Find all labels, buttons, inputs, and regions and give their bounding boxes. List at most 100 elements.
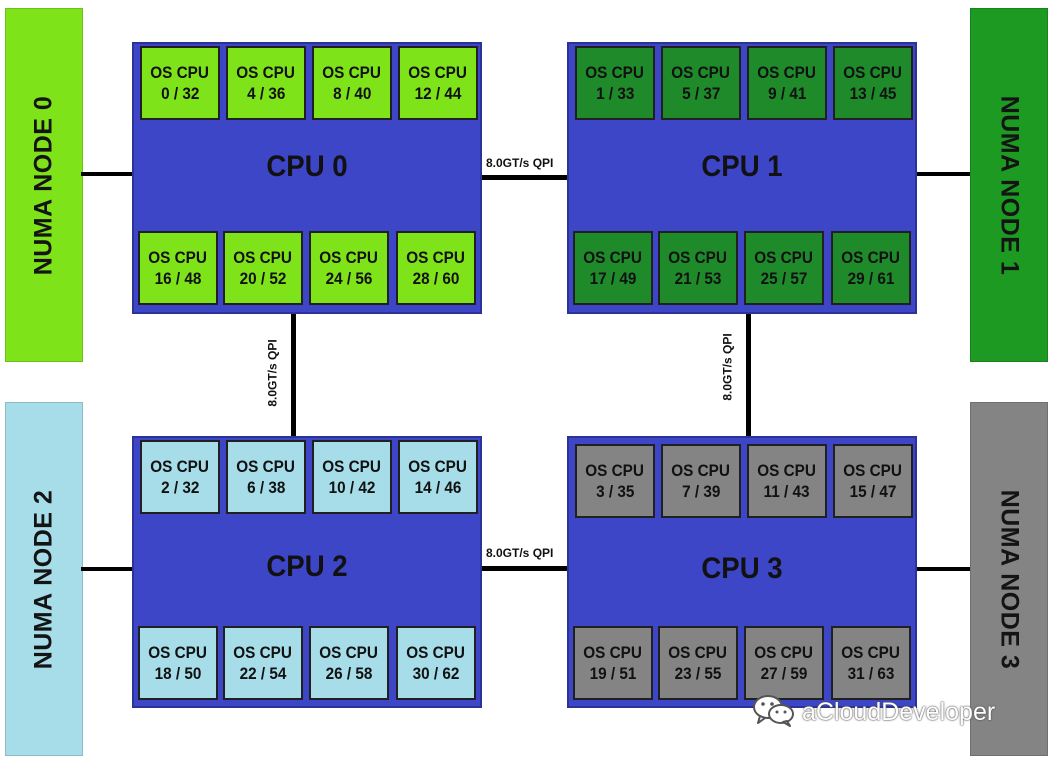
numa-node-label: NUMA NODE 1	[995, 95, 1024, 275]
qpi-link-label: 8.0GT/s QPI	[720, 333, 735, 401]
core-label: OS CPU	[408, 62, 468, 82]
core-ids: 23 / 55	[674, 663, 722, 683]
cpu3-node3-wire	[916, 567, 970, 571]
core-ids: 5 / 37	[681, 83, 721, 103]
core-ids: 26 / 58	[325, 663, 373, 683]
numa-node-0: NUMA NODE 0	[5, 8, 83, 362]
cpu-title: CPU 3	[701, 552, 783, 585]
core-ids: 17 / 49	[589, 268, 637, 288]
core-ids: 1 / 33	[595, 83, 635, 103]
node2-cpu2-wire	[81, 567, 135, 571]
core-label: OS CPU	[583, 247, 643, 267]
qpi-link-label: 8.0GT/s QPI	[486, 546, 554, 560]
core-ids: 27 / 59	[760, 663, 808, 683]
core-ids: 12 / 44	[414, 83, 462, 103]
core-label: OS CPU	[671, 460, 731, 480]
qpi-link-cpu0-cpu1	[482, 175, 570, 180]
core-label: OS CPU	[319, 642, 379, 662]
cpu-title: CPU 0	[266, 150, 348, 183]
qpi-link-cpu1-cpu3	[746, 312, 751, 440]
core-label: OS CPU	[319, 247, 379, 267]
core-ids: 18 / 50	[154, 663, 202, 683]
core-label: OS CPU	[236, 456, 296, 476]
core-ids: 19 / 51	[589, 663, 637, 683]
qpi-link-cpu0-cpu2	[291, 312, 296, 440]
core-label: OS CPU	[757, 62, 817, 82]
watermark-text: aCloudDeveloper	[802, 698, 996, 726]
core-label: OS CPU	[757, 460, 817, 480]
core-label: OS CPU	[754, 247, 814, 267]
numa-node-2: NUMA NODE 2	[5, 402, 83, 756]
core-ids: 13 / 45	[849, 83, 897, 103]
core-label: OS CPU	[671, 62, 731, 82]
qpi-link-label: 8.0GT/s QPI	[486, 156, 554, 170]
core-ids: 21 / 53	[674, 268, 722, 288]
core-label: OS CPU	[233, 247, 293, 267]
core-label: OS CPU	[148, 247, 208, 267]
core-ids: 31 / 63	[847, 663, 895, 683]
numa-node-label: NUMA NODE 0	[29, 95, 58, 275]
numa-node-label: NUMA NODE 2	[29, 489, 58, 669]
core-ids: 10 / 42	[328, 477, 376, 497]
core-label: OS CPU	[668, 247, 728, 267]
core-ids: 16 / 48	[154, 268, 202, 288]
core-label: OS CPU	[585, 460, 645, 480]
core-ids: 30 / 62	[412, 663, 460, 683]
core-label: OS CPU	[236, 62, 296, 82]
core-label: OS CPU	[843, 460, 903, 480]
core-ids: 11 / 43	[764, 481, 810, 501]
core-ids: 20 / 52	[239, 268, 287, 288]
core-label: OS CPU	[754, 642, 814, 662]
core-label: OS CPU	[668, 642, 728, 662]
numa-node-3: NUMA NODE 3	[970, 402, 1048, 756]
core-label: OS CPU	[148, 642, 208, 662]
core-label: OS CPU	[150, 62, 210, 82]
core-ids: 7 / 39	[681, 481, 721, 501]
core-ids: 28 / 60	[412, 268, 460, 288]
core-label: OS CPU	[585, 62, 645, 82]
core-label: OS CPU	[843, 62, 903, 82]
qpi-link-label: 8.0GT/s QPI	[265, 339, 280, 407]
core-label: OS CPU	[150, 456, 210, 476]
core-ids: 6 / 38	[246, 477, 286, 497]
core-ids: 29 / 61	[847, 268, 895, 288]
core-ids: 14 / 46	[414, 477, 462, 497]
core-label: OS CPU	[406, 642, 466, 662]
core-ids: 25 / 57	[760, 268, 808, 288]
core-ids: 2 / 32	[160, 477, 200, 497]
numa-node-label: NUMA NODE 3	[995, 489, 1024, 669]
core-ids: 0 / 32	[160, 83, 200, 103]
cpu-title: CPU 1	[701, 150, 783, 183]
core-ids: 15 / 47	[849, 481, 897, 501]
